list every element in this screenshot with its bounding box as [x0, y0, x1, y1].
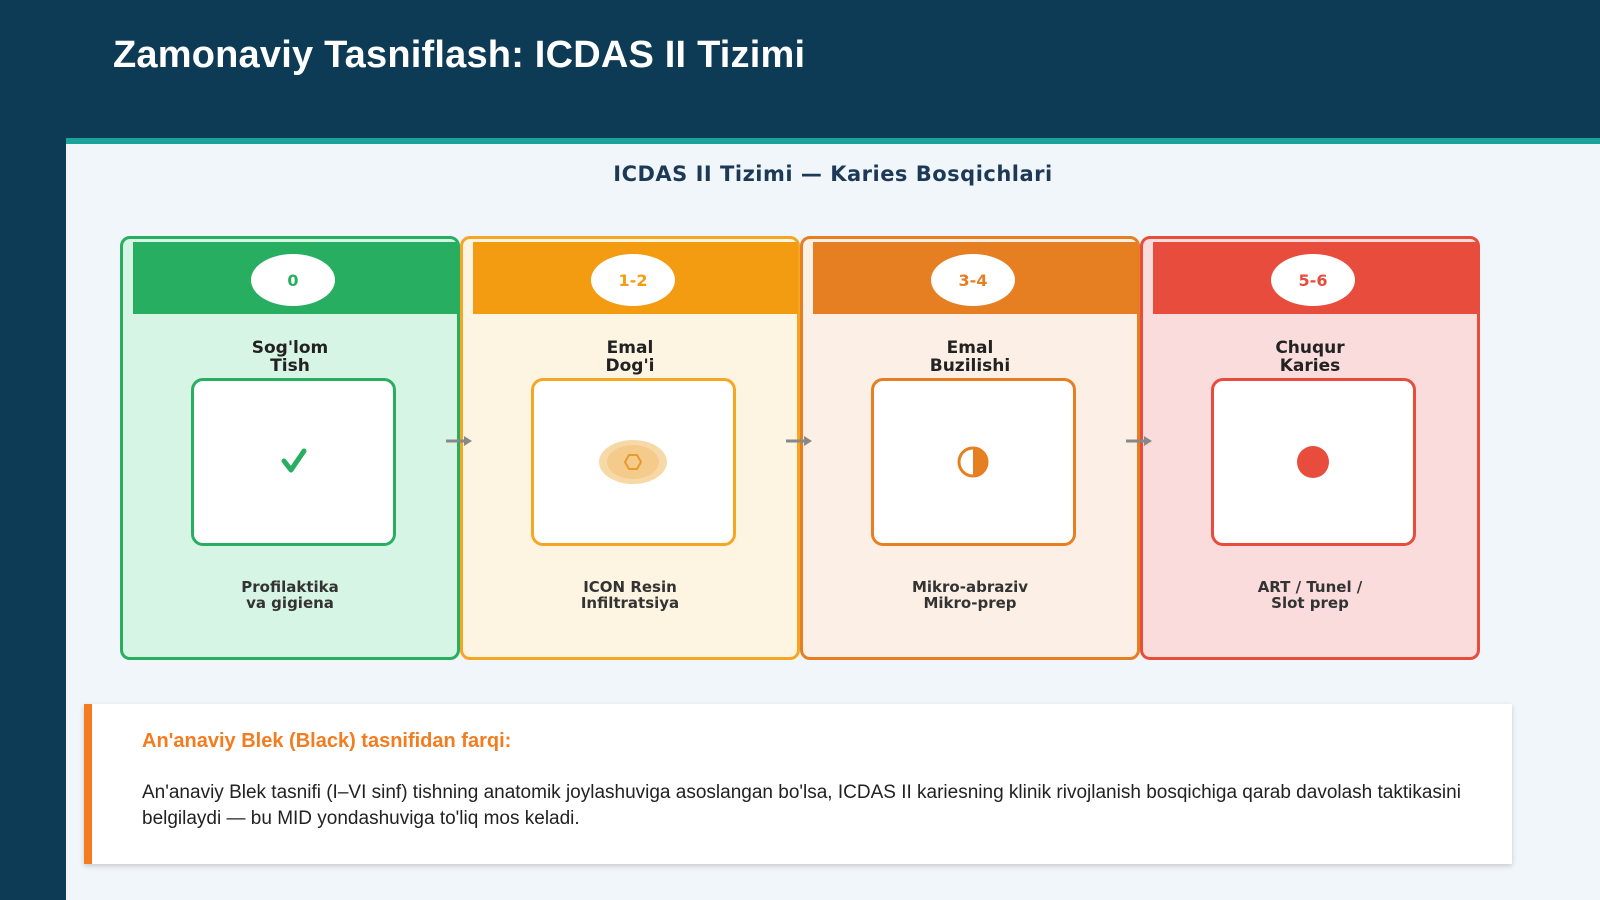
- stage-treatment-line2: va gigiena: [246, 594, 334, 612]
- stage-name-line2: Dog'i: [605, 356, 655, 376]
- diagram-title: ICDAS II Tizimi — Karies Bosqichlari: [613, 162, 1053, 186]
- white-spot-icon: [599, 440, 667, 484]
- stage-icon-box: [871, 378, 1076, 546]
- note-body: An'anaviy Blek tasnifi (I–VI sinf) tishn…: [142, 782, 1461, 829]
- slide-title: Zamonaviy Tasniflash: ICDAS II Tizimi: [113, 34, 806, 76]
- stage-header: 3-4: [813, 242, 1138, 314]
- check-icon: [281, 448, 307, 473]
- stage-treatment-line1: Profilaktika: [241, 578, 339, 596]
- stage-name-line1: Sog'lom: [251, 338, 329, 358]
- stage-name-line1: Emal: [606, 338, 654, 358]
- stage-card-0: 0 Sog'lom Tish Profilaktika va gigiena: [120, 236, 460, 660]
- stage-treatment: ICON Resin Infiltratsiya: [463, 579, 797, 611]
- stage-header: 5-6: [1153, 242, 1478, 314]
- note-title: An'anaviy Blek (Black) tasnifidan farqi:: [142, 730, 512, 752]
- stage-treatment-line1: ICON Resin: [583, 578, 677, 596]
- stage-name-line1: Emal: [946, 338, 994, 358]
- stage-name-line2: Karies: [1279, 356, 1341, 376]
- stage-header: 1-2: [473, 242, 798, 314]
- stage-treatment: Profilaktika va gigiena: [123, 579, 457, 611]
- stage-badge: 1-2: [591, 254, 675, 306]
- arrow-right-icon: [446, 436, 472, 446]
- stage-icon-box: [1211, 378, 1416, 546]
- stage-icon-box: [191, 378, 396, 546]
- stage-name: Emal Dog'i: [463, 339, 797, 375]
- stage-badge: 5-6: [1271, 254, 1355, 306]
- stage-treatment-line2: Mikro-prep: [923, 594, 1017, 612]
- arrow-right-icon: [1126, 436, 1152, 446]
- stage-treatment: ART / Tunel / Slot prep: [1143, 579, 1477, 611]
- stage-name: Sog'lom Tish: [123, 339, 457, 375]
- cavity-dot-icon: [1297, 446, 1329, 478]
- stage-card-5-6: 5-6 Chuqur Karies ART / Tunel / Slot pre…: [1140, 236, 1480, 660]
- stage-badge: 0: [251, 254, 335, 306]
- stage-treatment-line2: Infiltratsiya: [580, 594, 680, 612]
- stage-treatment: Mikro-abraziv Mikro-prep: [803, 579, 1137, 611]
- stage-name: Emal Buzilishi: [803, 339, 1137, 375]
- content-panel: ICDAS II Tizimi — Karies Bosqichlari 0 S…: [66, 138, 1600, 900]
- arrow-right-icon: [786, 436, 812, 446]
- stage-name-line2: Buzilishi: [929, 356, 1011, 376]
- half-circle-icon: [957, 446, 989, 478]
- stage-badge: 3-4: [931, 254, 1015, 306]
- stage-treatment-line2: Slot prep: [1271, 594, 1349, 612]
- stage-name-line1: Chuqur: [1275, 338, 1345, 358]
- stage-header: 0: [133, 242, 458, 314]
- stage-name: Chuqur Karies: [1143, 339, 1477, 375]
- stage-treatment-line1: Mikro-abraziv: [911, 578, 1028, 596]
- stage-icon-box: [531, 378, 736, 546]
- comparison-note: An'anaviy Blek (Black) tasnifidan farqi:…: [84, 704, 1512, 864]
- stage-treatment-line1: ART / Tunel /: [1257, 578, 1363, 596]
- stage-name-line2: Tish: [270, 356, 310, 376]
- stage-card-1-2: 1-2 Emal Dog'i ICON Resin Infiltratsiya: [460, 236, 800, 660]
- stage-card-3-4: 3-4 Emal Buzilishi Mikro-abraziv Mikro-p…: [800, 236, 1140, 660]
